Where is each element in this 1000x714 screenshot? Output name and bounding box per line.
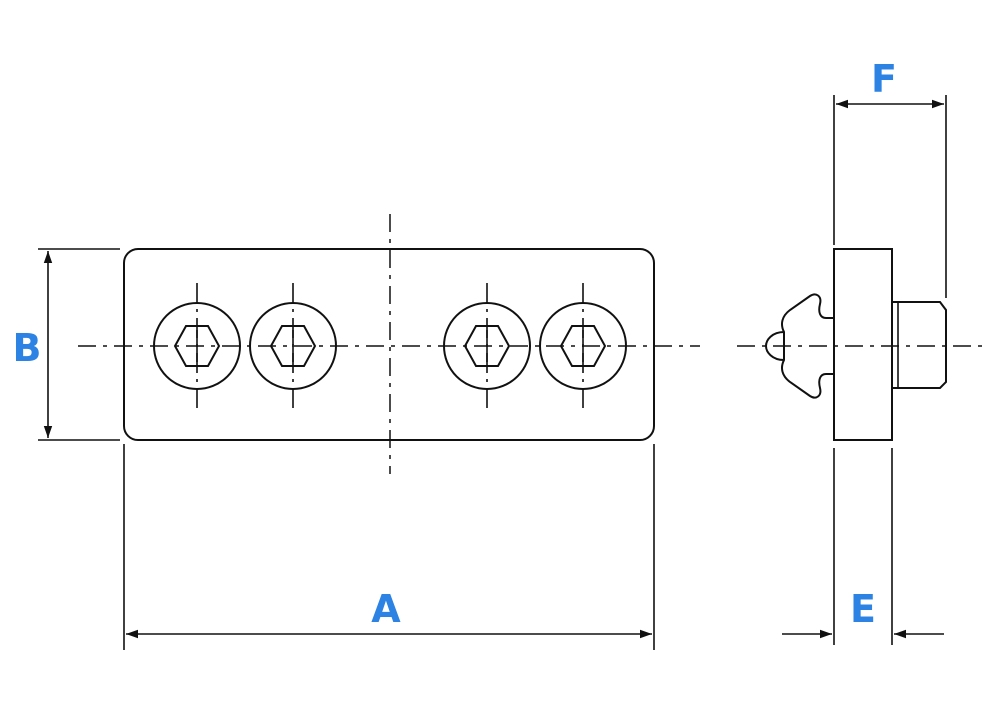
t-nut-profile: [781, 293, 834, 399]
label-e: E: [850, 587, 876, 631]
socket-screw-4: [539, 283, 627, 409]
side-view: [737, 95, 985, 645]
front-view: [38, 214, 700, 650]
label-f: F: [871, 57, 897, 101]
socket-screw-2: [249, 283, 337, 409]
ball-tip: [764, 331, 785, 361]
dimension-a: [123, 444, 655, 650]
socket-screw-1: [153, 283, 241, 409]
side-block: [833, 248, 893, 441]
plate-outline: [123, 248, 655, 441]
socket-screw-3: [443, 283, 531, 409]
label-a: A: [371, 587, 401, 631]
dimension-e: [782, 448, 944, 645]
dimension-b: [38, 248, 120, 441]
label-b: B: [13, 326, 42, 370]
dimension-f: [833, 95, 947, 298]
screw-stub: [892, 301, 947, 389]
